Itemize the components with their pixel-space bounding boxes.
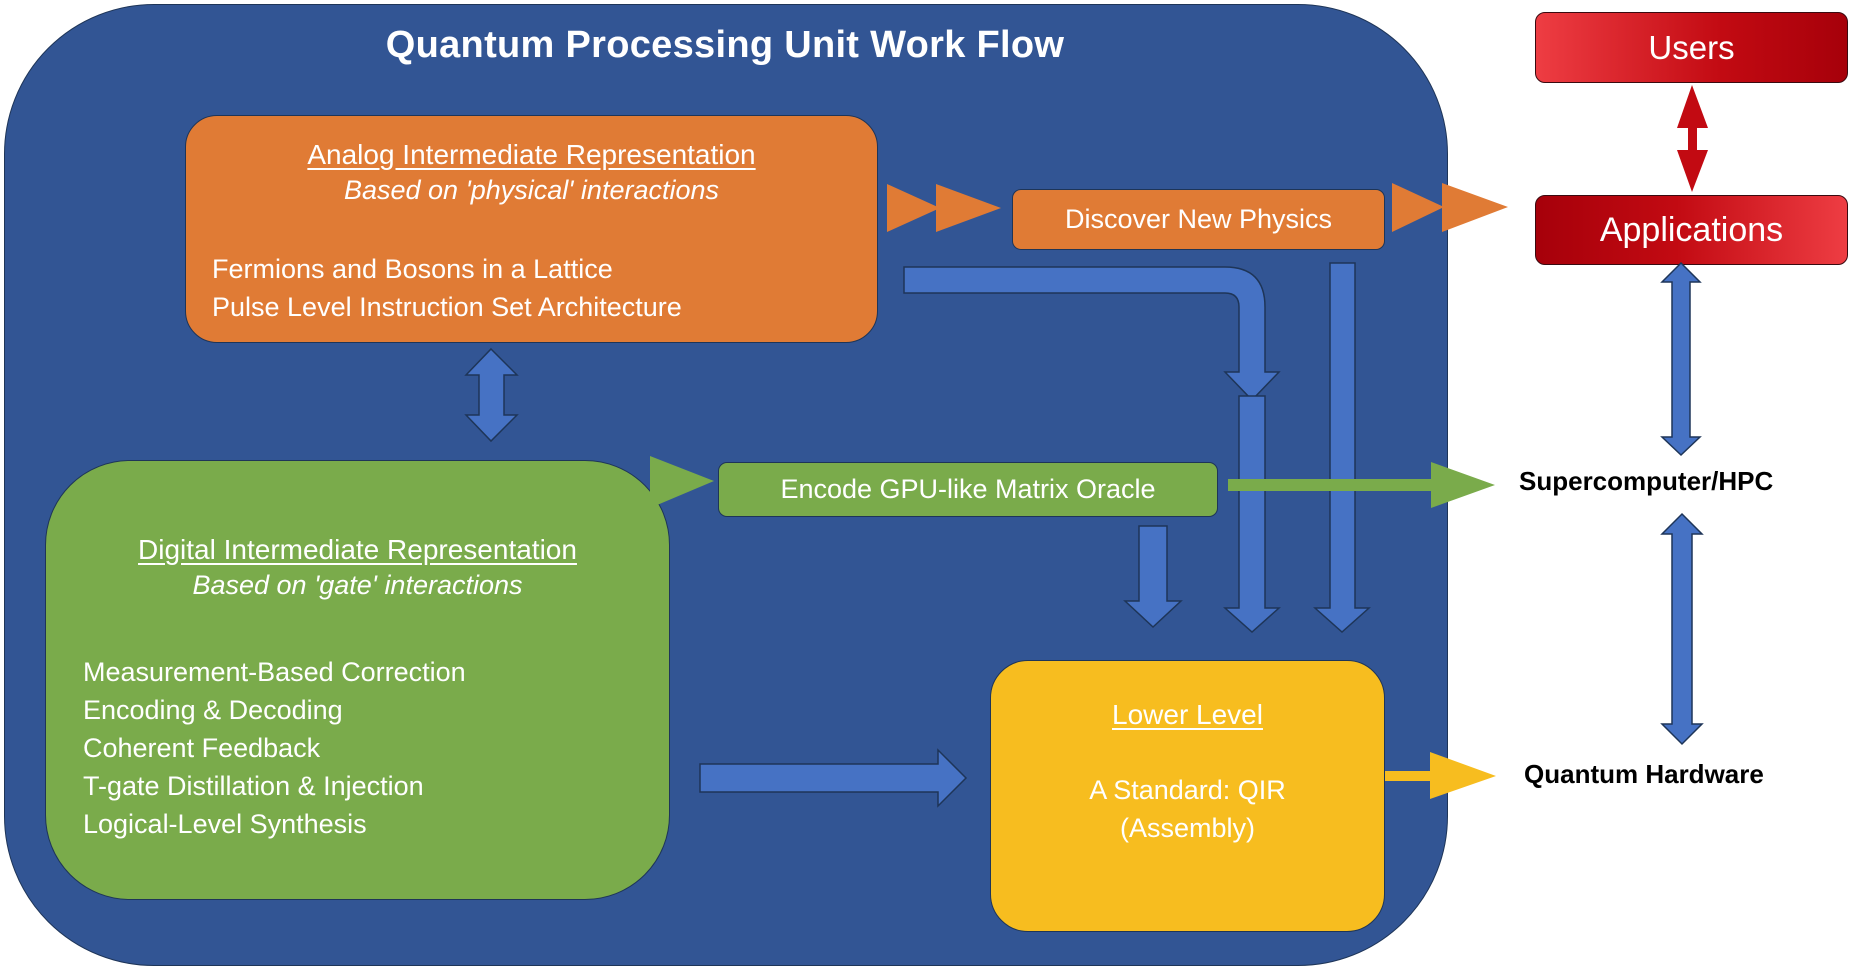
orange-chevron-icon: [936, 184, 1001, 232]
lower-level-standard: A Standard: QIR: [1089, 775, 1286, 805]
diagram-title: Quantum Processing Unit Work Flow: [385, 24, 1065, 66]
analog-ir-item: Fermions and Bosons in a Lattice: [212, 254, 613, 284]
down-arrow-middle: [1223, 395, 1281, 634]
analog-to-lower-bent-arrow: [903, 266, 1281, 402]
down-arrow-right: [1313, 262, 1371, 634]
digital-ir-item: Coherent Feedback: [83, 733, 321, 763]
lower-to-quantum-hardware-arrow: [1385, 752, 1496, 799]
users-applications-double-arrow: [1677, 85, 1708, 192]
analog-ir-item: Pulse Level Instruction Set Architecture: [212, 292, 682, 322]
discover-new-physics-box: Discover New Physics: [1012, 189, 1385, 250]
digital-ir-item: Logical-Level Synthesis: [83, 809, 367, 839]
supercomputer-hpc-label: Supercomputer/HPC: [1519, 466, 1774, 496]
hpc-quantum-hardware-double-arrow: [1660, 512, 1704, 746]
lower-level-assembly: (Assembly): [1119, 813, 1255, 843]
analog-digital-double-arrow: [464, 347, 519, 443]
digital-to-lower-arrow: [699, 748, 968, 808]
orange-chevron-icon: [1442, 183, 1508, 232]
analog-ir-heading: Analog Intermediate Representation: [307, 139, 756, 170]
orange-chevron-icon: [887, 184, 940, 232]
lower-level-box: Lower Level A Standard: QIR (Assembly): [990, 660, 1385, 932]
orange-chevron-icon: [1392, 183, 1444, 232]
lower-level-heading: Lower Level: [1112, 699, 1263, 730]
quantum-hardware-label: Quantum Hardware: [1524, 759, 1764, 789]
digital-ir-subheading: Based on 'gate' interactions: [192, 570, 523, 600]
digital-ir-heading: Digital Intermediate Representation: [138, 534, 577, 565]
green-triangle-icon: [650, 456, 714, 508]
applications-hpc-double-arrow: [1660, 261, 1702, 457]
encode-matrix-oracle-box: Encode GPU-like Matrix Oracle: [718, 462, 1218, 517]
analog-ir-box: Analog Intermediate Representation Based…: [185, 115, 878, 343]
digital-ir-box: Digital Intermediate Representation Base…: [45, 460, 670, 900]
oracle-to-hpc-arrow: [1228, 462, 1495, 508]
applications-box: Applications: [1535, 195, 1848, 265]
oracle-to-lower-arrow: [1123, 525, 1183, 629]
users-box: Users: [1535, 12, 1848, 83]
analog-ir-subheading: Based on 'physical' interactions: [343, 175, 720, 205]
digital-ir-item: T-gate Distillation & Injection: [83, 771, 424, 801]
digital-ir-item: Measurement-Based Correction: [83, 657, 466, 687]
digital-ir-item: Encoding & Decoding: [83, 695, 343, 725]
